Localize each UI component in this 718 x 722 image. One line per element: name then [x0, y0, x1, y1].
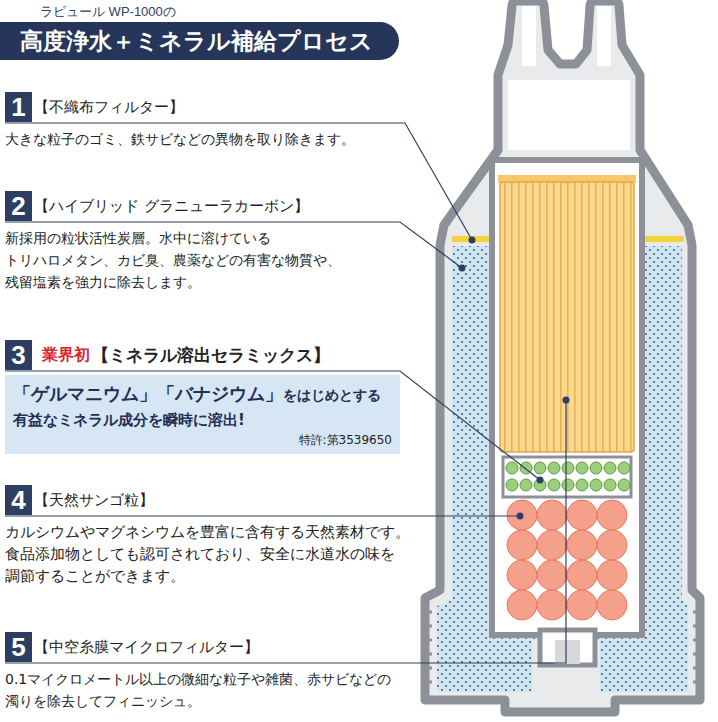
callout-number: 2 — [5, 191, 32, 221]
neck-interior — [508, 80, 630, 150]
callout-header: 5【中空糸膜マイクロフィルター】 — [5, 632, 415, 662]
ceramic-case — [503, 457, 631, 497]
hollow-fiber — [500, 182, 634, 452]
product-label: ラピュール WP-1000の — [40, 3, 176, 21]
part-heading: 【中空糸膜マイクロフィルター】 — [34, 632, 259, 662]
part-description: カルシウムやマグネシウムを豊富に含有する天然素材です。 食品添加物としても認可さ… — [5, 521, 417, 587]
mineral-box: 「ゲルマニウム」「バナジウム」をはじめとする有益なミネラル成分を瞬時に溶出! 特許… — [5, 375, 400, 454]
callout: 2【ハイブリッド グラニューラカーボン】新採用の粒状活性炭層。水中に溶けている … — [5, 191, 355, 293]
callout: 1【不織布フィルター】大きな粒子のゴミ、鉄サビなどの異物を取り除きます。 — [5, 92, 405, 150]
callout-number: 4 — [5, 485, 32, 515]
housing — [425, 1, 700, 712]
leader-dots — [459, 237, 570, 520]
ceramic-balls — [506, 462, 630, 491]
threads — [421, 612, 704, 682]
part-description: 大きな粒子のゴミ、鉄サビなどの異物を取り除きます。 — [5, 128, 405, 150]
callout-number: 5 — [5, 632, 32, 662]
callout: 5【中空糸膜マイクロフィルター】 0.1マイクロメートル以上の微細な粒子や雑菌、赤… — [5, 632, 415, 712]
callout-header: 1【不織布フィルター】 — [5, 92, 405, 122]
mineral-names: 「ゲルマニウム」「バナジウム」 — [13, 383, 283, 404]
coral-grains — [507, 500, 627, 620]
callout-header: 3 業界初【ミネラル溶出セラミックス】 — [5, 340, 330, 370]
outlet-cap — [540, 630, 595, 665]
inlet-tube — [597, 6, 611, 66]
nonwoven-filter — [640, 236, 684, 242]
text-line: 「ゲルマニウム」「バナジウム」をはじめとする — [13, 382, 392, 406]
part-description: 0.1マイクロメートル以上の微細な粒子や雑菌、赤サビなどの 濁りを除去してフィニ… — [5, 668, 415, 712]
part-heading: 【不織布フィルター】 — [34, 92, 184, 122]
part-heading: 【天然サンゴ粒】 — [34, 485, 154, 515]
patent-number: 特許:第3539650 — [13, 432, 392, 449]
callout-header: 2【ハイブリッド グラニューラカーボン】 — [5, 191, 355, 221]
callout: 4【天然サンゴ粒】カルシウムやマグネシウムを豊富に含有する天然素材です。 食品添… — [5, 485, 417, 587]
title-banner: 高度浄水＋ミネラル補給プロセス — [0, 22, 399, 60]
callout-header: 4【天然サンゴ粒】 — [5, 485, 417, 515]
title: 高度浄水＋ミネラル補給プロセス — [20, 26, 373, 57]
inner-core — [492, 160, 642, 635]
leader-lines — [5, 123, 566, 663]
mineral-text: をはじめとする — [283, 387, 381, 403]
part-description: 新採用の粒状活性炭層。水中に溶けている トリハロメタン、カビ臭、農薬などの有害な… — [5, 227, 355, 293]
outlet — [555, 640, 580, 664]
callout-number: 1 — [5, 92, 32, 122]
callout-number: 3 — [5, 340, 32, 370]
inlet-tube — [522, 6, 536, 66]
part-heading: 【ミネラル溶出セラミックス】 — [92, 340, 330, 370]
callout: 3 業界初【ミネラル溶出セラミックス】 — [5, 340, 330, 370]
industry-first-tag: 業界初 — [42, 340, 90, 370]
part-heading: 【ハイブリッド グラニューラカーボン】 — [34, 191, 309, 221]
mineral-text: 有益なミネラル成分を瞬時に溶出! — [13, 411, 392, 430]
